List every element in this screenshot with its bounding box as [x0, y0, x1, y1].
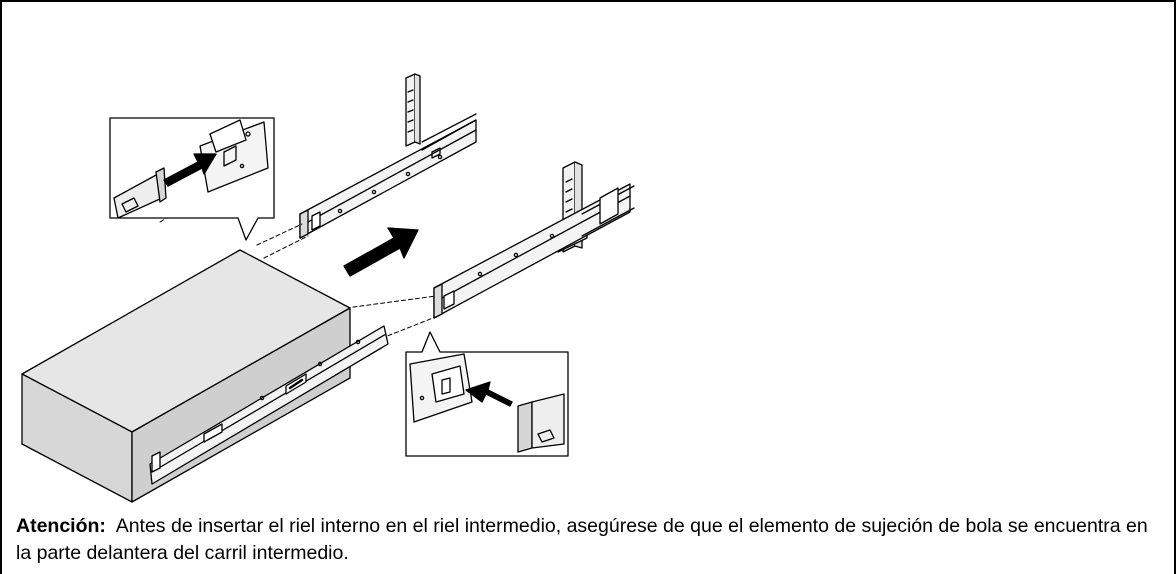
rack-post-left — [405, 73, 421, 147]
callout-arrow-icon — [163, 153, 217, 187]
outer-rail-right — [433, 183, 635, 319]
server-chassis — [21, 249, 389, 503]
figure-caption: Atención: Antes de insertar el riel inte… — [16, 513, 1156, 567]
rail-installation-illustration — [21, 73, 635, 503]
caption-text: Antes de insertar el riel interno en el … — [16, 515, 1148, 564]
detail-callout-upper — [109, 117, 275, 241]
insertion-arrow-icon — [343, 227, 419, 277]
callout-arrow-icon — [465, 381, 513, 407]
caption-label: Atención: — [16, 515, 106, 537]
detail-callout-lower — [405, 331, 569, 457]
outer-rail-left — [299, 113, 477, 239]
